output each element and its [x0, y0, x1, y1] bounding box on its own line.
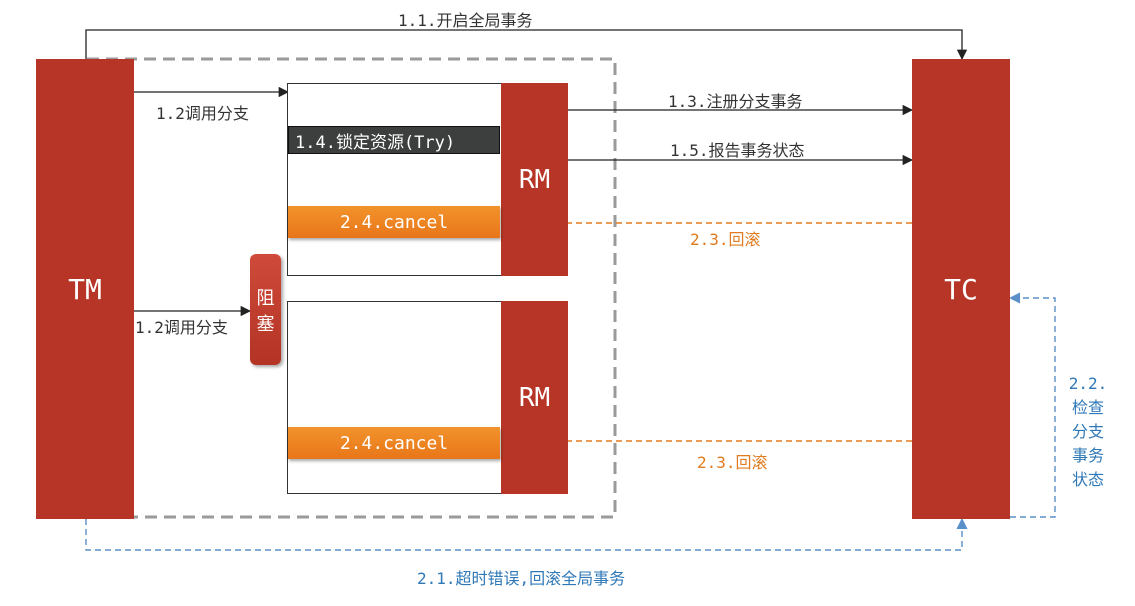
rm-label-bottom: RM [518, 382, 551, 413]
timeout-rollback-label: 2.1.超时错误,回滚全局事务 [417, 569, 626, 588]
rm-block-top: RM [501, 83, 568, 276]
check-status-line-3: 分支 [1071, 422, 1104, 441]
rm-label-top: RM [518, 164, 551, 195]
rollback-top-label: 2.3.回滚 [690, 230, 761, 249]
tc-block: TC [912, 59, 1010, 519]
tm-block: TM [36, 59, 134, 519]
start-global-arrow [85, 29, 968, 61]
report-status-label: 1.5.报告事务状态 [670, 141, 805, 160]
branch-panel-top [287, 83, 503, 276]
blocking-char-1: 阻 [256, 287, 275, 309]
branch-panel-bottom [287, 301, 503, 494]
rollback-bottom-label: 2.3.回滚 [697, 453, 768, 472]
check-status-arrow [1008, 292, 1056, 518]
rm-block-bottom: RM [501, 301, 568, 494]
check-status-line-1: 2.2. [1068, 374, 1108, 393]
tc-label: TC [944, 272, 978, 306]
check-status-line-5: 状态 [1071, 470, 1104, 489]
register-branch-label: 1.3.注册分支事务 [668, 92, 803, 111]
blocking-block: 阻 塞 [250, 254, 281, 365]
tm-label: TM [68, 272, 102, 306]
cancel-label-bottom: 2.4.cancel [339, 432, 449, 454]
cancel-box-top: 2.4.cancel [288, 206, 500, 238]
lock-resource-label: 1.4.锁定资源(Try) [295, 132, 456, 153]
check-status-line-4: 事务 [1071, 446, 1104, 465]
cancel-label-top: 2.4.cancel [339, 211, 449, 233]
cancel-box-bottom: 2.4.cancel [288, 427, 500, 459]
call-branch-top-label: 1.2调用分支 [156, 104, 249, 123]
check-status-label: 2.2. 检查 分支 事务 状态 [1064, 372, 1112, 492]
call-branch-bottom-label: 1.2调用分支 [135, 318, 228, 337]
lock-resource-box: 1.4.锁定资源(Try) [288, 126, 500, 154]
start-global-label: 1.1.开启全局事务 [398, 11, 533, 30]
blocking-char-2: 塞 [256, 313, 275, 335]
timeout-rollback-arrow [85, 517, 968, 551]
check-status-line-2: 检查 [1071, 398, 1104, 417]
